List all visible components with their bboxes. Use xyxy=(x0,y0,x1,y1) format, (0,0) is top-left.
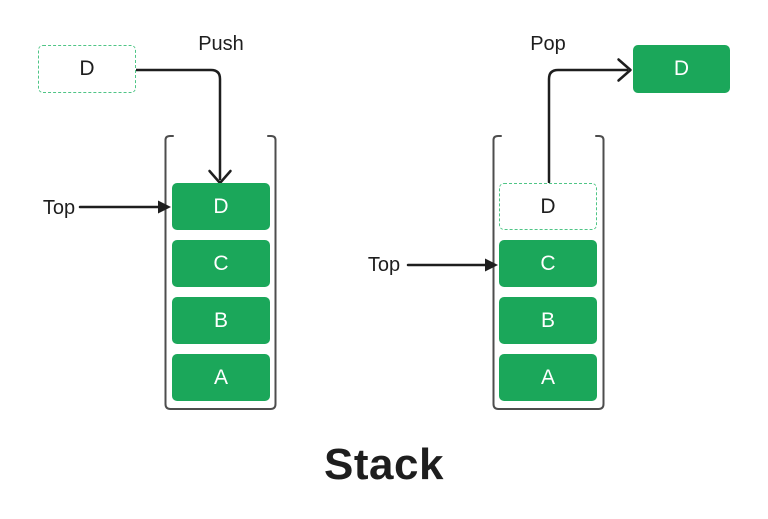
push-top-arrow-head-icon xyxy=(158,200,171,214)
pop-top-arrow-head-icon xyxy=(485,258,498,272)
push-incoming-box-label: D xyxy=(79,57,95,80)
push-stack-item-0: D xyxy=(172,183,270,230)
push-stack-item-label: A xyxy=(213,365,228,389)
pop-stack-item-label: C xyxy=(540,251,556,275)
pop-stack-item-label: A xyxy=(540,365,555,389)
pop-stack-item-0: C xyxy=(499,240,597,287)
pop-removed-slot-box: D xyxy=(499,183,597,230)
pop-operation-label: Pop xyxy=(530,33,566,55)
push-operation-label: Push xyxy=(198,33,244,55)
push-stack-item-2: B xyxy=(172,297,270,344)
page-title: Stack xyxy=(324,440,444,489)
push-stack-item-label: B xyxy=(213,308,228,332)
push-stack-item-label: C xyxy=(213,251,229,275)
pop-top-label: Top xyxy=(367,254,401,276)
pop-stack-container xyxy=(492,135,605,410)
push-incoming-box: D xyxy=(38,45,136,93)
push-stack-item-label: D xyxy=(213,194,229,218)
pop-removed-slot-label: D xyxy=(540,194,556,218)
push-stack-container xyxy=(164,135,277,410)
push-top-label: Top xyxy=(42,197,76,219)
pop-popped-box: D xyxy=(633,45,730,93)
pop-stack-item-1: B xyxy=(499,297,597,344)
pop-arrow xyxy=(547,68,629,184)
pop-popped-box-label: D xyxy=(673,57,690,80)
push-stack-item-3: A xyxy=(172,354,270,401)
push-stack-item-1: C xyxy=(172,240,270,287)
pop-stack-item-2: A xyxy=(499,354,597,401)
push-arrow xyxy=(134,68,222,181)
pop-stack-item-label: B xyxy=(540,308,555,332)
pop-arrow-head-icon xyxy=(617,58,632,82)
